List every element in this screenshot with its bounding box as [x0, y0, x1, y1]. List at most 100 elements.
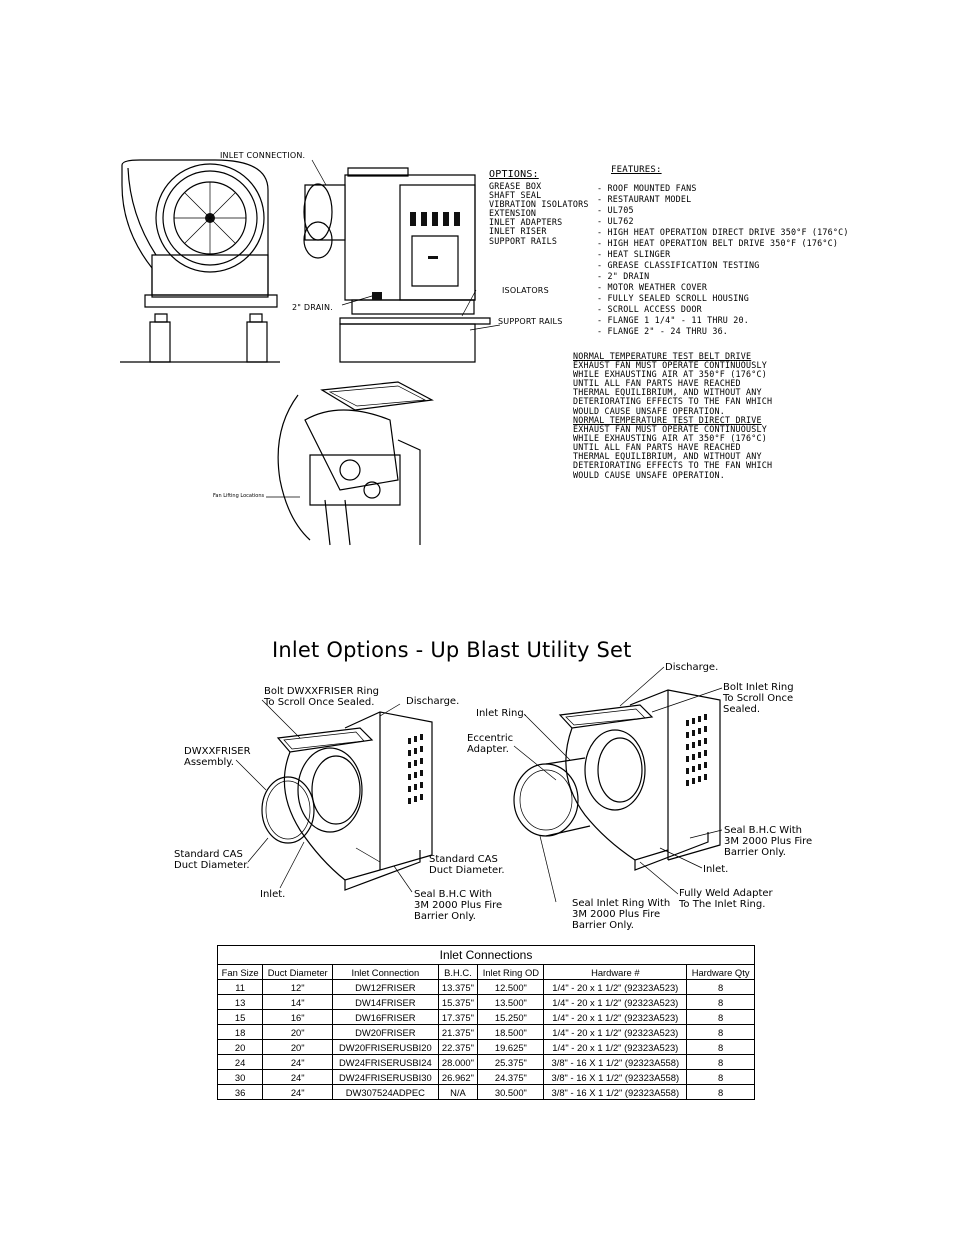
- isolators-label: ISOLATORS: [502, 286, 549, 295]
- table-header-row: Fan Size Duct Diameter Inlet Connection …: [216, 964, 755, 980]
- right-seal-bhc-label: Seal B.H.C With 3M 2000 Plus Fire Barrie…: [724, 825, 813, 858]
- belt-drive-line: WHILE EXHAUSTING AIR AT 350°F (176°C): [573, 369, 767, 380]
- table-cell: 26.962": [437, 1069, 479, 1085]
- table-cell: 15.375": [437, 994, 479, 1010]
- table-cell: 8: [686, 1069, 755, 1085]
- table-cell: 24": [262, 1069, 334, 1085]
- direct-drive-line: EXHAUST FAN MUST OPERATE CONTINUOUSLY: [573, 424, 767, 435]
- table-cell: 3/8" - 16 X 1 1/2" (92323A558): [543, 1084, 688, 1100]
- table-cell: 24": [262, 1054, 334, 1070]
- belt-drive-line: EXHAUST FAN MUST OPERATE CONTINUOUSLY: [573, 360, 767, 371]
- belt-drive-line: WOULD CAUSE UNSAFE OPERATION.: [573, 405, 726, 416]
- table-cell: 30: [216, 1069, 264, 1085]
- table-cell: DW20FRISER: [332, 1024, 439, 1040]
- option-item: EXTENSION: [489, 208, 537, 219]
- feature-item: - MOTOR WEATHER COVER: [597, 282, 708, 292]
- table-cell: 8: [686, 979, 755, 995]
- table-cell: 3/8" - 16 X 1 1/2" (92323A558): [543, 1069, 688, 1085]
- left-discharge-label: Discharge.: [406, 696, 460, 707]
- table-cell: 13.375": [437, 979, 479, 995]
- left-standard-cas-label: Standard CAS Duct Diameter.: [174, 849, 250, 871]
- option-item: GREASE BOX: [489, 181, 542, 191]
- feature-item: - UL705: [597, 205, 634, 215]
- feature-item: - RESTAURANT MODEL: [597, 194, 692, 204]
- table-cell: 24": [262, 1084, 334, 1100]
- feature-item: - UL762: [597, 216, 634, 226]
- table-cell: 8: [686, 1084, 755, 1100]
- feature-item: - FULLY SEALED SCROLL HOUSING: [597, 293, 750, 303]
- belt-drive-line: THERMAL EQUILIBRIUM, AND WITHOUT ANY: [573, 387, 762, 398]
- table-cell: 12.500": [477, 979, 545, 995]
- table-cell: 22.375": [437, 1039, 479, 1055]
- inlet-connection-label: INLET CONNECTION.: [220, 151, 306, 160]
- table-cell: 1/4" - 20 x 1 1/2" (92323A523): [543, 1039, 688, 1055]
- table-cell: 30.500": [477, 1084, 545, 1100]
- table-cell: 8: [686, 1024, 755, 1040]
- table-cell: 1/4" - 20 x 1 1/2" (92323A523): [543, 1024, 688, 1040]
- table-cell: 13: [216, 994, 264, 1010]
- table-cell: 8: [686, 994, 755, 1010]
- option-item: SHAFT SEAL: [489, 190, 542, 201]
- features-title: FEATURES:: [611, 165, 662, 175]
- drain-label: 2" DRAIN.: [292, 303, 333, 312]
- left-assembly-label: DWXXFRISER Assembly.: [184, 746, 251, 768]
- header-cell: Fan Size: [216, 964, 264, 980]
- direct-drive-note: NORMAL TEMPERATURE TEST DIRECT DRIVE EXH…: [573, 415, 773, 480]
- table-cell: 20: [216, 1039, 264, 1055]
- belt-drive-line: UNTIL ALL FAN PARTS HAVE REACHED: [573, 378, 741, 389]
- option-item: INLET RISER: [489, 226, 547, 237]
- inlet-connections-table: Inlet Connections Fan Size Duct Diameter…: [216, 945, 755, 1100]
- right-bolt-inlet-ring-label: Bolt Inlet Ring To Scroll Once Sealed.: [723, 682, 794, 715]
- direct-drive-line: DETERIORATING EFFECTS TO THE FAN WHICH: [573, 460, 773, 471]
- table-cell: 15: [216, 1009, 264, 1025]
- table-cell: 8: [686, 1054, 755, 1070]
- fan-lifting-label: Fan Lifting Locations: [213, 493, 265, 499]
- table-cell: 36: [216, 1084, 264, 1100]
- direct-drive-line: THERMAL EQUILIBRIUM, AND WITHOUT ANY: [573, 451, 762, 462]
- table-cell: 20": [262, 1039, 334, 1055]
- inlet-options-title: Inlet Options - Up Blast Utility Set: [272, 638, 632, 662]
- right-seal-inlet-ring-label: Seal Inlet Ring With 3M 2000 Plus Fire B…: [572, 898, 671, 931]
- direct-drive-line: WHILE EXHAUSTING AIR AT 350°F (176°C): [573, 433, 767, 444]
- table-cell: DW20FRISERUSBI20: [332, 1039, 439, 1055]
- table-cell: 1/4" - 20 x 1 1/2" (92323A523): [543, 1009, 688, 1025]
- table-caption: Inlet Connections: [217, 945, 755, 965]
- table-cell: DW24FRISERUSBI30: [332, 1069, 439, 1085]
- table-cell: DW14FRISER: [332, 994, 439, 1010]
- table-cell: 17.375": [437, 1009, 479, 1025]
- direct-drive-title: NORMAL TEMPERATURE TEST DIRECT DRIVE: [573, 415, 762, 425]
- feature-item: - HEAT SLINGER: [597, 249, 671, 259]
- header-cell: Inlet Connection: [332, 964, 439, 980]
- left-bolt-ring-label: Bolt DWXXFRISER Ring To Scroll Once Seal…: [264, 686, 379, 708]
- table-cell: 15.250": [477, 1009, 545, 1025]
- table-cell: 16": [262, 1009, 334, 1025]
- table-cell: 12": [262, 979, 334, 995]
- option-item: VIBRATION ISOLATORS: [489, 199, 589, 210]
- features-list: - ROOF MOUNTED FANS - RESTAURANT MODEL -…: [597, 183, 849, 337]
- header-cell: Duct Diameter: [262, 964, 334, 980]
- table-cell: 18: [216, 1024, 264, 1040]
- header-cell: B.H.C.: [437, 964, 479, 980]
- table-cell: 24: [216, 1054, 264, 1070]
- feature-item: - ROOF MOUNTED FANS: [597, 183, 697, 193]
- direct-drive-line: UNTIL ALL FAN PARTS HAVE REACHED: [573, 442, 741, 453]
- header-cell: Inlet Ring OD: [477, 964, 545, 980]
- table-cell: 1/4" - 20 x 1 1/2" (92323A523): [543, 979, 688, 995]
- feature-item: - 2" DRAIN: [597, 271, 650, 281]
- right-discharge-label: Discharge.: [665, 662, 719, 673]
- feature-item: - FLANGE 2" - 24 THRU 36.: [597, 326, 729, 336]
- right-weld-label: Fully Weld Adapter To The Inlet Ring.: [679, 888, 773, 910]
- feature-item: - SCROLL ACCESS DOOR: [597, 304, 702, 314]
- left-bolt-ring-text: Bolt DWXXFRISER Ring To Scroll Once Seal…: [264, 686, 379, 708]
- right-inlet-label: Inlet.: [703, 864, 729, 875]
- table-cell: 24.375": [477, 1069, 545, 1085]
- left-inlet-label: Inlet.: [260, 889, 286, 900]
- inlet-options-drawing: [0, 650, 954, 950]
